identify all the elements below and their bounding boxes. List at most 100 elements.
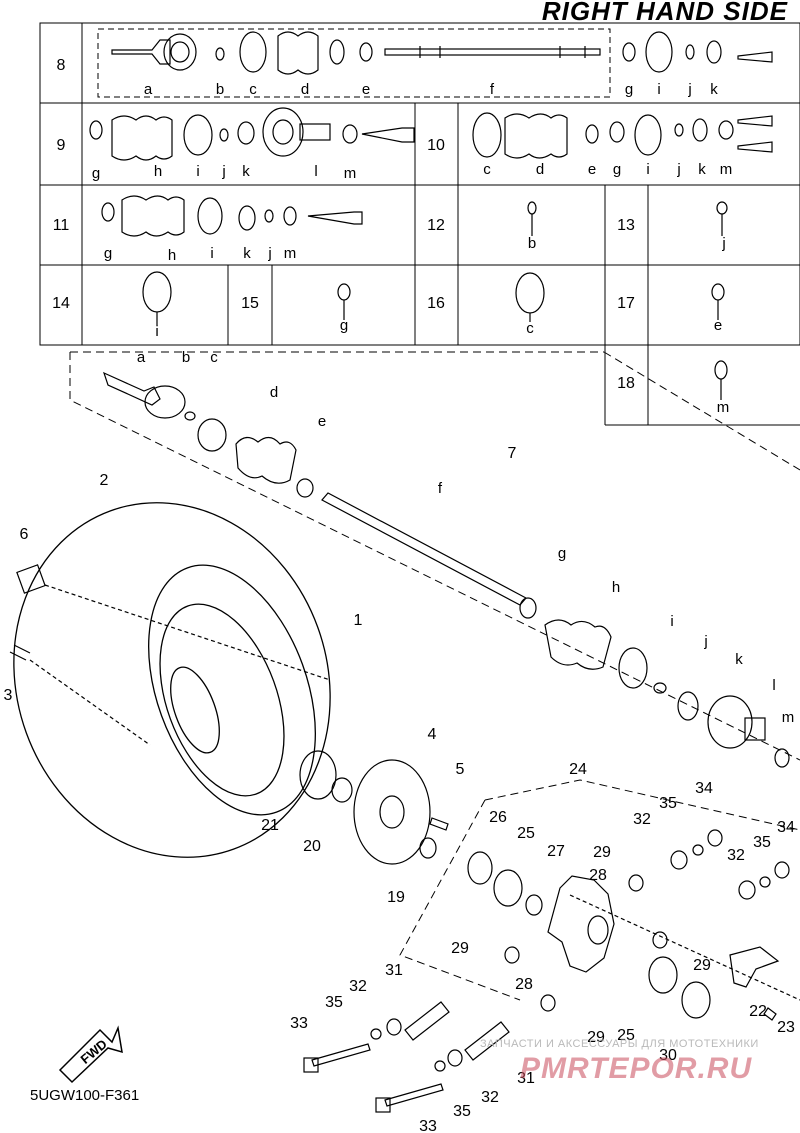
page-title: RIGHT HAND SIDE — [541, 0, 788, 26]
callout-35-c: 35 — [325, 994, 343, 1011]
row-number-8: 8 — [57, 57, 66, 74]
part-letter: d — [536, 161, 544, 178]
callout-27: 27 — [547, 843, 565, 860]
callout-26: 26 — [489, 809, 507, 826]
part-letter: i — [210, 245, 213, 262]
callout-25-top: 25 — [517, 825, 535, 842]
part-letter: k — [698, 161, 706, 178]
part-letter: k — [710, 81, 718, 98]
callout-35-d: 35 — [453, 1103, 471, 1120]
part-letter: g — [92, 165, 100, 182]
callout-20: 20 — [303, 838, 321, 855]
shaft-letter-e: e — [318, 413, 326, 430]
part-letter: b — [528, 235, 536, 252]
row8-parts — [111, 31, 773, 75]
diagram-code: 5UGW100-F361 — [30, 1087, 140, 1104]
part-letter: i — [657, 81, 660, 98]
table-row-numbers: 8 9 10 11 12 13 14 15 16 17 18 — [52, 57, 635, 392]
callout-28-top: 28 — [589, 867, 607, 884]
drive-shaft-parts — [102, 371, 790, 768]
part-letter: m — [344, 165, 357, 182]
shaft-letter-b: b — [182, 349, 190, 366]
part-letter: g — [340, 317, 348, 334]
part-letter: d — [301, 81, 309, 98]
row-number-11: 11 — [53, 217, 70, 234]
callout-numbers: 1 2 3 4 5 6 7 19 20 21 22 23 24 25 26 27… — [4, 445, 795, 1133]
part-letter: e — [588, 161, 596, 178]
knuckle-parts — [303, 829, 800, 1113]
part-letter: i — [196, 163, 199, 180]
callout-35-b: 35 — [753, 834, 771, 851]
part-letter: f — [490, 81, 495, 98]
shaft-letter-a: a — [137, 349, 146, 366]
part-letter: i — [155, 323, 158, 340]
row-number-15: 15 — [241, 295, 259, 312]
watermark-text: ЗАПЧАСТИ И АКСЕССУАРЫ ДЛЯ МОТОТЕХНИКИ — [480, 1038, 759, 1050]
shaft-letter-k: k — [735, 651, 743, 668]
part-letter: c — [483, 161, 491, 178]
shaft-letter-l: l — [772, 677, 775, 694]
part-letter: i — [646, 161, 649, 178]
row-number-17: 17 — [617, 295, 635, 312]
callout-28-b: 28 — [515, 976, 533, 993]
callout-32-c: 32 — [349, 978, 367, 995]
fwd-arrow-icon: FWD — [58, 1025, 123, 1084]
callout-29-d: 29 — [587, 1029, 605, 1046]
part-letter: h — [168, 247, 176, 264]
callout-32-b: 32 — [727, 847, 745, 864]
callout-29-a: 29 — [593, 844, 611, 861]
callout-35-a: 35 — [659, 795, 677, 812]
callout-1: 1 — [354, 612, 363, 629]
callout-33-a: 33 — [290, 1015, 308, 1032]
part-letter: m — [284, 245, 297, 262]
callout-2: 2 — [100, 472, 109, 489]
single-parts — [142, 201, 728, 400]
shaft-letter-i: i — [670, 613, 673, 630]
row9-parts — [89, 107, 415, 161]
part-letter: m — [720, 161, 733, 178]
row-number-14: 14 — [52, 295, 70, 312]
part-letter: j — [676, 161, 680, 178]
callout-21: 21 — [261, 817, 279, 834]
callout-29-c: 29 — [693, 957, 711, 974]
callout-25-b: 25 — [617, 1027, 635, 1044]
callout-5: 5 — [456, 761, 465, 778]
part-letter: g — [613, 161, 621, 178]
shaft-letter-f: f — [438, 480, 443, 497]
part-letter: l — [314, 163, 317, 180]
row-number-10: 10 — [427, 137, 445, 154]
part-letter: k — [242, 163, 250, 180]
shaft-letters: a b c d e f g h i j k l m — [137, 349, 794, 726]
callout-24: 24 — [569, 761, 587, 778]
shaft-letter-g: g — [558, 545, 566, 562]
part-letter: j — [721, 235, 725, 252]
part-letter: j — [687, 81, 691, 98]
part-letter: g — [104, 245, 112, 262]
shaft-letter-d: d — [270, 384, 278, 401]
wheel-tire — [13, 502, 331, 858]
shaft-letter-m: m — [782, 709, 795, 726]
part-letter: c — [249, 81, 257, 98]
row11-parts — [101, 195, 363, 237]
callout-6: 6 — [20, 526, 29, 543]
part-letter: k — [243, 245, 251, 262]
part-letter: m — [717, 399, 730, 416]
callout-32-d: 32 — [481, 1089, 499, 1106]
watermark-logo: PMRTEPOR.RU — [520, 1052, 753, 1085]
callout-30: 30 — [659, 1047, 677, 1064]
part-letter: e — [362, 81, 370, 98]
part-letter: b — [216, 81, 224, 98]
row-number-9: 9 — [57, 137, 66, 154]
callout-31-a: 31 — [385, 962, 403, 979]
callout-19: 19 — [387, 889, 405, 906]
part-letter: j — [221, 163, 225, 180]
row-number-13: 13 — [617, 217, 635, 234]
part-letter: c — [526, 320, 534, 337]
table-part-letters: a b c d e f g i j k g h i j k l m c d e … — [92, 81, 732, 416]
callout-4: 4 — [428, 726, 437, 743]
part-letter: h — [154, 163, 162, 180]
shaft-letter-c: c — [210, 349, 218, 366]
kit-table — [39, 22, 800, 426]
part-letter: j — [267, 245, 271, 262]
